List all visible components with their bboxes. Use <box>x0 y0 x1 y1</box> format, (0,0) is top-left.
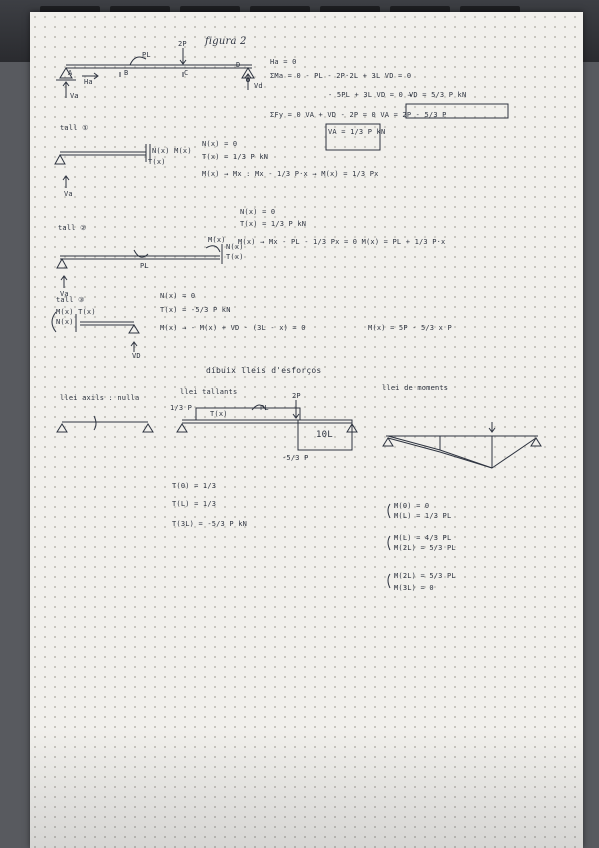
axial-diagram-sketch <box>56 415 154 433</box>
tall3-m: M(x) → - M(x) + VD · (3L - x) = 0 <box>160 324 306 332</box>
shear-box-label: 10L <box>316 430 333 440</box>
brace <box>387 573 391 589</box>
equation-vd-result: VD = 5/3 P kN <box>409 91 467 99</box>
keyboard-key <box>250 6 310 16</box>
point-b-label: B <box>124 69 129 77</box>
keyboard-key <box>110 6 170 16</box>
shear-load-pl: PL <box>260 404 269 412</box>
point-d-label: D <box>236 61 241 69</box>
shear-law-title: llei tallants <box>180 388 238 396</box>
vd-label: Vd <box>254 82 263 90</box>
main-beam-sketch <box>56 48 255 98</box>
tall2-fig-m: M(x) <box>208 236 226 244</box>
result-t3l: T(3L) = -5/3 P kN <box>172 520 248 528</box>
tall2-fig-labels: N(x) <box>226 243 244 251</box>
result-m0: M(0) = 0 <box>394 502 430 510</box>
ha-label: Ha <box>84 78 93 86</box>
tall1-label: tall ① <box>60 124 89 132</box>
equation-vd-step: - 5PL + 3L VD = 0 → <box>328 91 412 99</box>
shear-load-2p: 2P <box>292 392 301 400</box>
result-m2l2: M(2L) = 5/3 PL <box>394 572 456 580</box>
paper-shadow <box>30 728 583 848</box>
point-c-label: C <box>184 69 189 77</box>
equation-fy: ΣFy = 0 VA + VD - 2P = 0 VA = 2P - 5/3 P <box>270 111 447 119</box>
shear-bottom-label: -5/3 P <box>282 454 309 462</box>
diagrams-heading: dibuix lleis d'esforços <box>206 366 322 375</box>
notebook-page: figura 2 PL 2P A B C D Ha Va Vd Ha = 0 Σ… <box>30 12 583 848</box>
tall1-n: N(x) = 0 <box>202 140 238 148</box>
tall1-fig-labels: N(x) M(x) <box>152 147 192 155</box>
tall2-sketch <box>56 244 223 288</box>
tall3-m-result: M(x) = 5P - 5/3 x P <box>368 324 452 332</box>
tall3-sketch <box>51 311 140 352</box>
equation-va-result: VA = 1/3 P kN <box>328 128 386 136</box>
tall3-t: T(x) = -5/3 P kN <box>160 306 231 314</box>
keyboard-key <box>320 6 380 16</box>
shear-diagram-sketch <box>176 400 358 451</box>
vd-result-box <box>405 103 509 119</box>
tall2-va: Va <box>60 290 69 298</box>
result-ml: M(L) = 1/3 PL <box>394 512 452 520</box>
keyboard-key <box>40 6 100 16</box>
page-title: figura 2 <box>205 36 247 47</box>
va-label: Va <box>70 92 79 100</box>
tall3-vd: VD <box>132 352 141 360</box>
va-result-box <box>325 123 381 151</box>
tall3-fig-n: N(x) <box>56 318 74 326</box>
result-m2l: M(2L) = 5/3 PL <box>394 544 456 552</box>
shear-top-label: 1/3 P <box>170 404 193 412</box>
load-pl-label: PL <box>142 51 151 59</box>
keyboard-key <box>390 6 450 16</box>
point-a-label: A <box>68 69 73 77</box>
tall2-n: N(x) = 0 <box>240 208 276 216</box>
brace <box>387 535 391 551</box>
keyboard-key <box>180 6 240 16</box>
shear-mid-label: T(x) <box>210 410 228 418</box>
keyboard-key <box>460 6 520 16</box>
load-2p-label: 2P <box>178 40 187 48</box>
tall3-n: N(x) = 0 <box>160 292 196 300</box>
tall2-m: M(x) → Mx - PL - 1/3 Px = 0 M(x) = PL + … <box>238 238 446 246</box>
result-ml2: M(L) = 4/3 PL <box>394 534 452 542</box>
tall1-va: Va <box>64 190 73 198</box>
equation-ha: Ha = 0 <box>270 58 297 66</box>
tall1-sketch <box>54 144 151 188</box>
tall2-label: tall ② <box>58 224 87 232</box>
ink-sketches <box>51 48 542 589</box>
tall3-label: tall ③ <box>56 296 85 304</box>
result-m3l: M(3L) = 0 <box>394 584 434 592</box>
result-tl: T(L) = 1/3 <box>172 500 217 508</box>
tall3-fig-labels: M(x) T(x) <box>56 308 96 316</box>
moment-law-title: llei de moments <box>382 384 449 392</box>
moment-diagram-sketch <box>382 422 542 469</box>
tall1-m: M(x) → Mx : Mx - 1/3 P·x → M(x) = 1/3 Px <box>202 170 379 178</box>
tall2-fig-pl: PL <box>140 262 149 270</box>
tall1-fig-t: T(x) <box>148 158 166 166</box>
brace <box>387 503 391 519</box>
tall2-t: T(x) = 1/3 P kN <box>240 220 307 228</box>
tall2-fig-t: T(x) <box>226 253 244 261</box>
tall1-t: T(x) = 1/3 P kN <box>202 153 269 161</box>
equation-moment-a: ΣMa = 0 - PL - 2P·2L + 3L VD = 0 <box>270 72 412 80</box>
axial-law-title: llei axils : nulla <box>60 394 140 402</box>
result-t0: T(0) = 1/3 <box>172 482 217 490</box>
